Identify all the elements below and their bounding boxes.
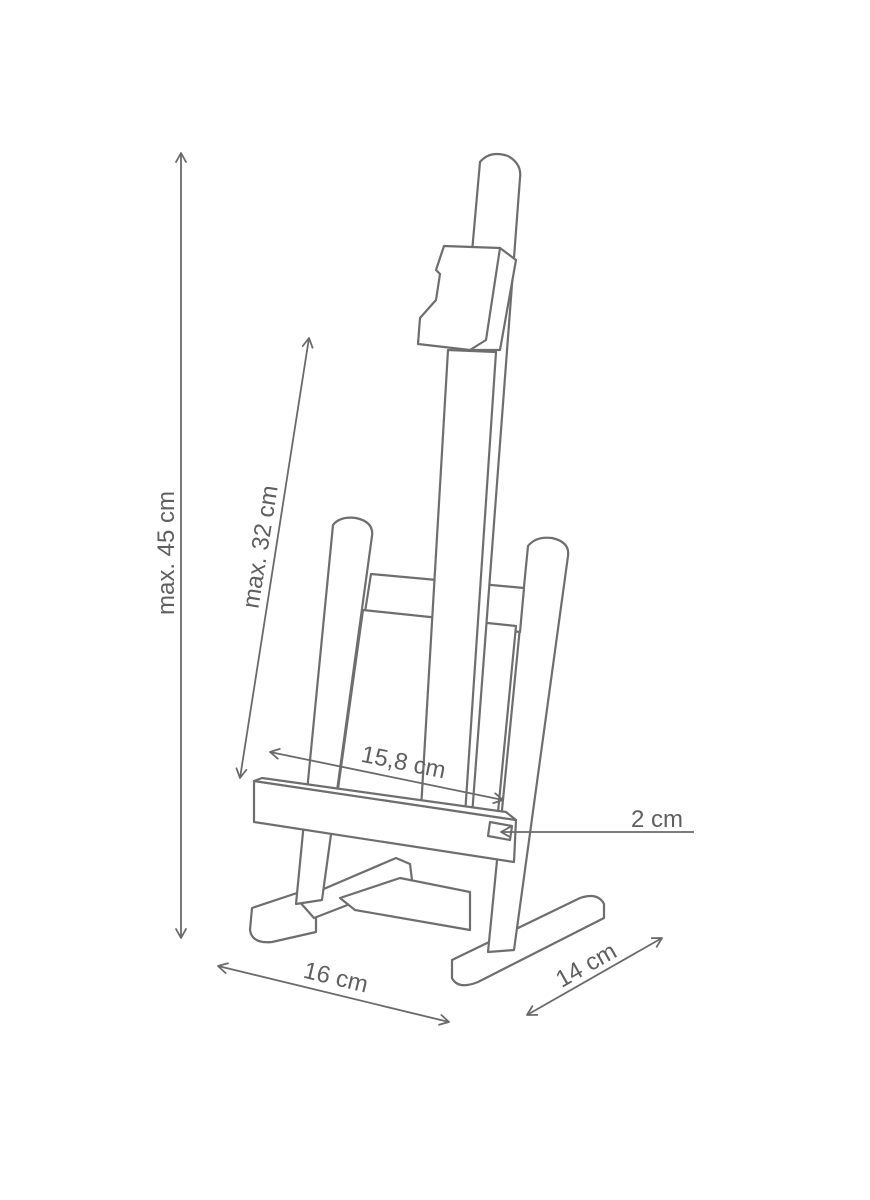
top-clamp-edge <box>468 246 502 352</box>
base-depth-label: 14 cm <box>551 938 621 994</box>
tray-width-arrow <box>269 748 504 804</box>
easel-illustration <box>248 152 606 987</box>
base-inner-piece <box>338 876 472 932</box>
top-clamp <box>416 244 518 352</box>
board-height-arrow <box>235 337 314 779</box>
base-crossbar <box>296 856 414 920</box>
base-depth-arrow <box>526 937 663 1016</box>
height-label: max. 45 cm <box>153 491 180 615</box>
base-width-arrow <box>217 962 450 1026</box>
canvas-tray-lip <box>486 820 514 842</box>
base-width-label: 16 cm <box>301 957 371 999</box>
tray-depth-label: 2 cm <box>631 806 683 833</box>
